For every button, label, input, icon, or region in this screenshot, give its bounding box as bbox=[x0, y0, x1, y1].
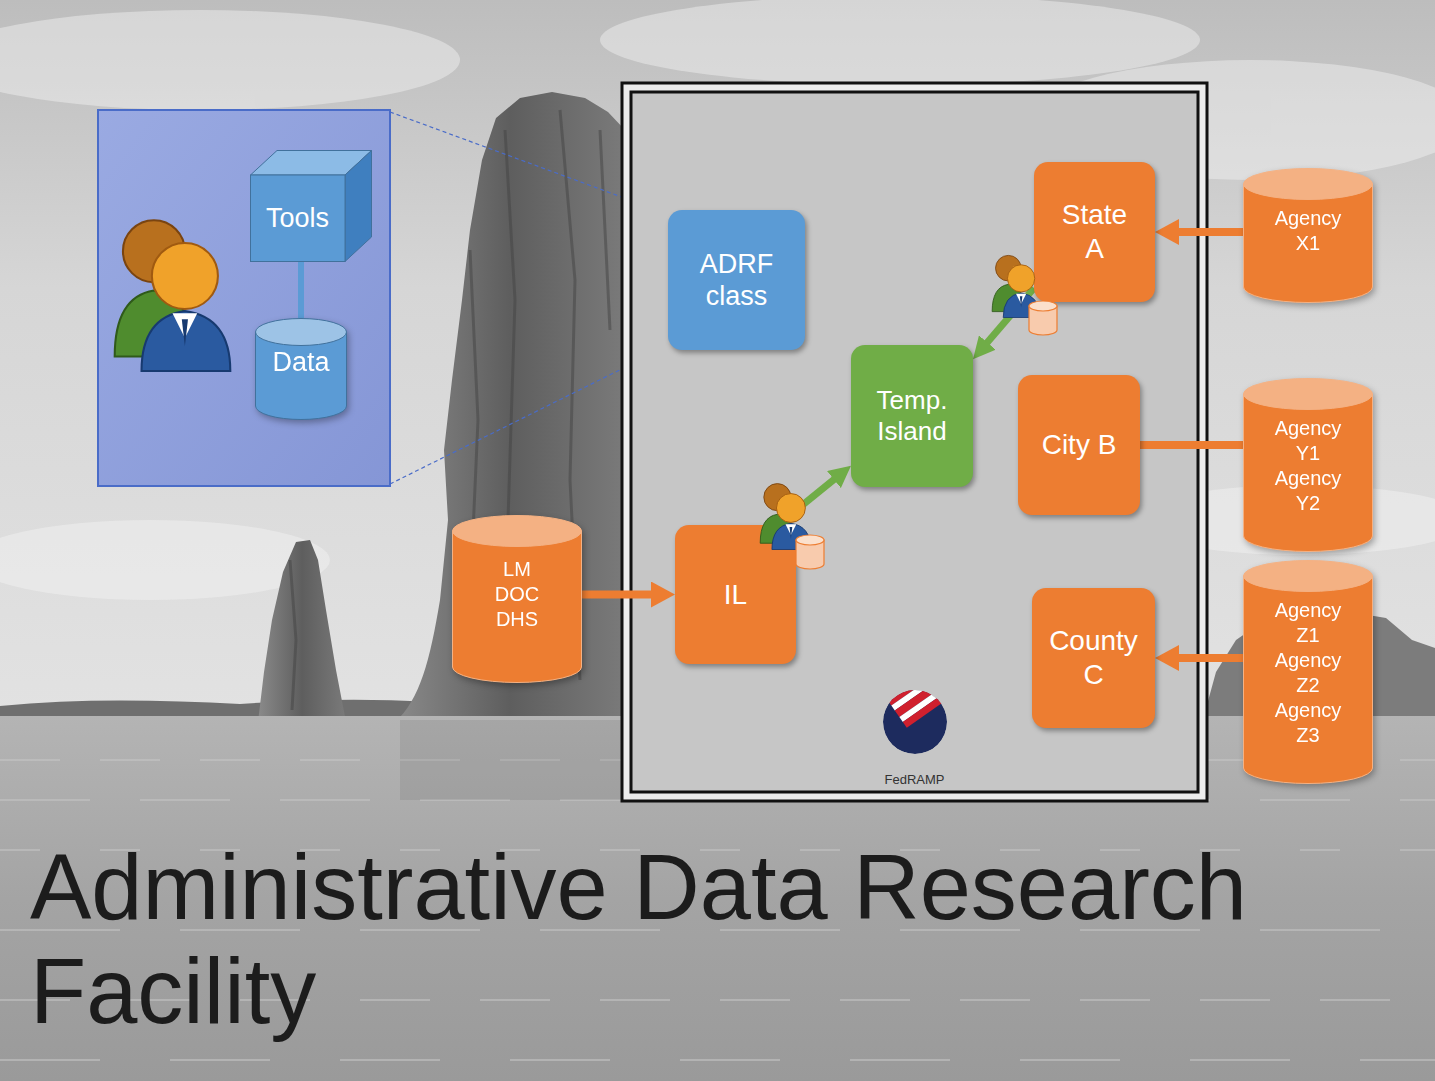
fedramp-frame bbox=[622, 83, 1207, 801]
title-block: Administrative Data Research Facility bbox=[30, 836, 1420, 1044]
fedramp-boundary: FedRAMP ADRF class State A Temp. IslandCity… bbox=[631, 92, 1198, 792]
sea-waves bbox=[0, 760, 1435, 1060]
cylinder-top bbox=[256, 319, 347, 346]
island-rocks bbox=[395, 92, 625, 722]
node-label: Agency X1 bbox=[1268, 206, 1348, 256]
agency-cylinder: Agency X1 bbox=[1243, 168, 1373, 303]
people-icon bbox=[760, 484, 811, 550]
connector bbox=[981, 288, 1034, 350]
mini-cylinder bbox=[796, 535, 824, 569]
cube-front bbox=[251, 175, 346, 262]
connector bbox=[778, 473, 842, 525]
sea-waves bbox=[0, 1059, 1435, 1061]
agency-cylinder: Agency Y1 Agency Y2 bbox=[1243, 378, 1373, 552]
cylinder-body bbox=[453, 531, 582, 683]
fedramp-logo bbox=[883, 690, 947, 754]
data-cylinder: Data bbox=[255, 318, 347, 420]
node-label: Agency Y1 Agency Y2 bbox=[1268, 416, 1348, 516]
mini-cylinder bbox=[1029, 301, 1057, 335]
cylinder-body bbox=[1244, 184, 1373, 303]
county-box: County C bbox=[1032, 588, 1155, 728]
cylinder-top bbox=[453, 516, 582, 547]
fedramp-logo bbox=[899, 683, 952, 722]
cylinder-top bbox=[1244, 169, 1373, 200]
class-box: ADRF class bbox=[668, 210, 805, 350]
island-rocks bbox=[258, 540, 346, 722]
fedramp-logo bbox=[903, 688, 956, 728]
il-box: IL bbox=[675, 525, 796, 664]
cylinder-outline bbox=[1243, 378, 1373, 552]
people-icon bbox=[992, 255, 1040, 317]
logo-caption: FedRAMP bbox=[631, 772, 1198, 788]
node-label: Tools bbox=[266, 202, 329, 234]
clouds bbox=[600, 0, 1200, 85]
zoom-panel bbox=[98, 110, 390, 486]
connector bbox=[1140, 441, 1243, 449]
agency-cylinder: Agency Z1 Agency Z2 Agency Z3 bbox=[1243, 560, 1373, 784]
fedramp-logo bbox=[886, 664, 940, 706]
node-label: State A bbox=[1050, 198, 1140, 265]
island-rocks bbox=[600, 130, 610, 330]
source-cylinder: LM DOC DHS bbox=[452, 515, 582, 683]
connector bbox=[1169, 654, 1243, 662]
connector bbox=[298, 262, 304, 318]
island-box: Temp. Island bbox=[851, 345, 973, 487]
island-rocks bbox=[290, 560, 296, 710]
fedramp-frame bbox=[622, 83, 1207, 801]
cylinder-top bbox=[1244, 379, 1373, 410]
node-label: Agency Z1 Agency Z2 Agency Z3 bbox=[1268, 598, 1348, 748]
cube-side bbox=[345, 151, 372, 262]
fedramp-logo bbox=[891, 671, 944, 710]
rock-reflection bbox=[400, 720, 625, 800]
node-label: Temp. Island bbox=[867, 385, 957, 447]
node-label: ADRF class bbox=[687, 248, 787, 313]
state-box: State A bbox=[1034, 162, 1155, 302]
diagram-title: Administrative Data Research Facility bbox=[30, 836, 1420, 1044]
fedramp-frame bbox=[631, 92, 1198, 792]
cylinder-body bbox=[1244, 576, 1373, 784]
clouds bbox=[0, 10, 460, 110]
fedramp-logo bbox=[883, 664, 956, 754]
fedramp-logo bbox=[886, 664, 956, 728]
connector bbox=[582, 591, 661, 599]
cylinder-body bbox=[1244, 394, 1373, 552]
node-label: Data bbox=[272, 346, 329, 380]
node-label: LM DOC DHS bbox=[481, 557, 553, 632]
fedramp-logo bbox=[895, 676, 949, 717]
node-label: City B bbox=[1042, 428, 1117, 462]
node-label: County C bbox=[1049, 624, 1139, 691]
people-icon bbox=[115, 220, 231, 371]
cylinder-outline bbox=[1243, 560, 1373, 784]
city-box: City B bbox=[1018, 375, 1140, 515]
node-label: IL bbox=[724, 578, 747, 612]
island-rocks bbox=[505, 130, 515, 520]
fedramp-logo bbox=[883, 664, 956, 754]
cylinder-top bbox=[1244, 561, 1373, 592]
tools-cube: Tools bbox=[250, 150, 372, 262]
connector bbox=[1169, 228, 1243, 236]
